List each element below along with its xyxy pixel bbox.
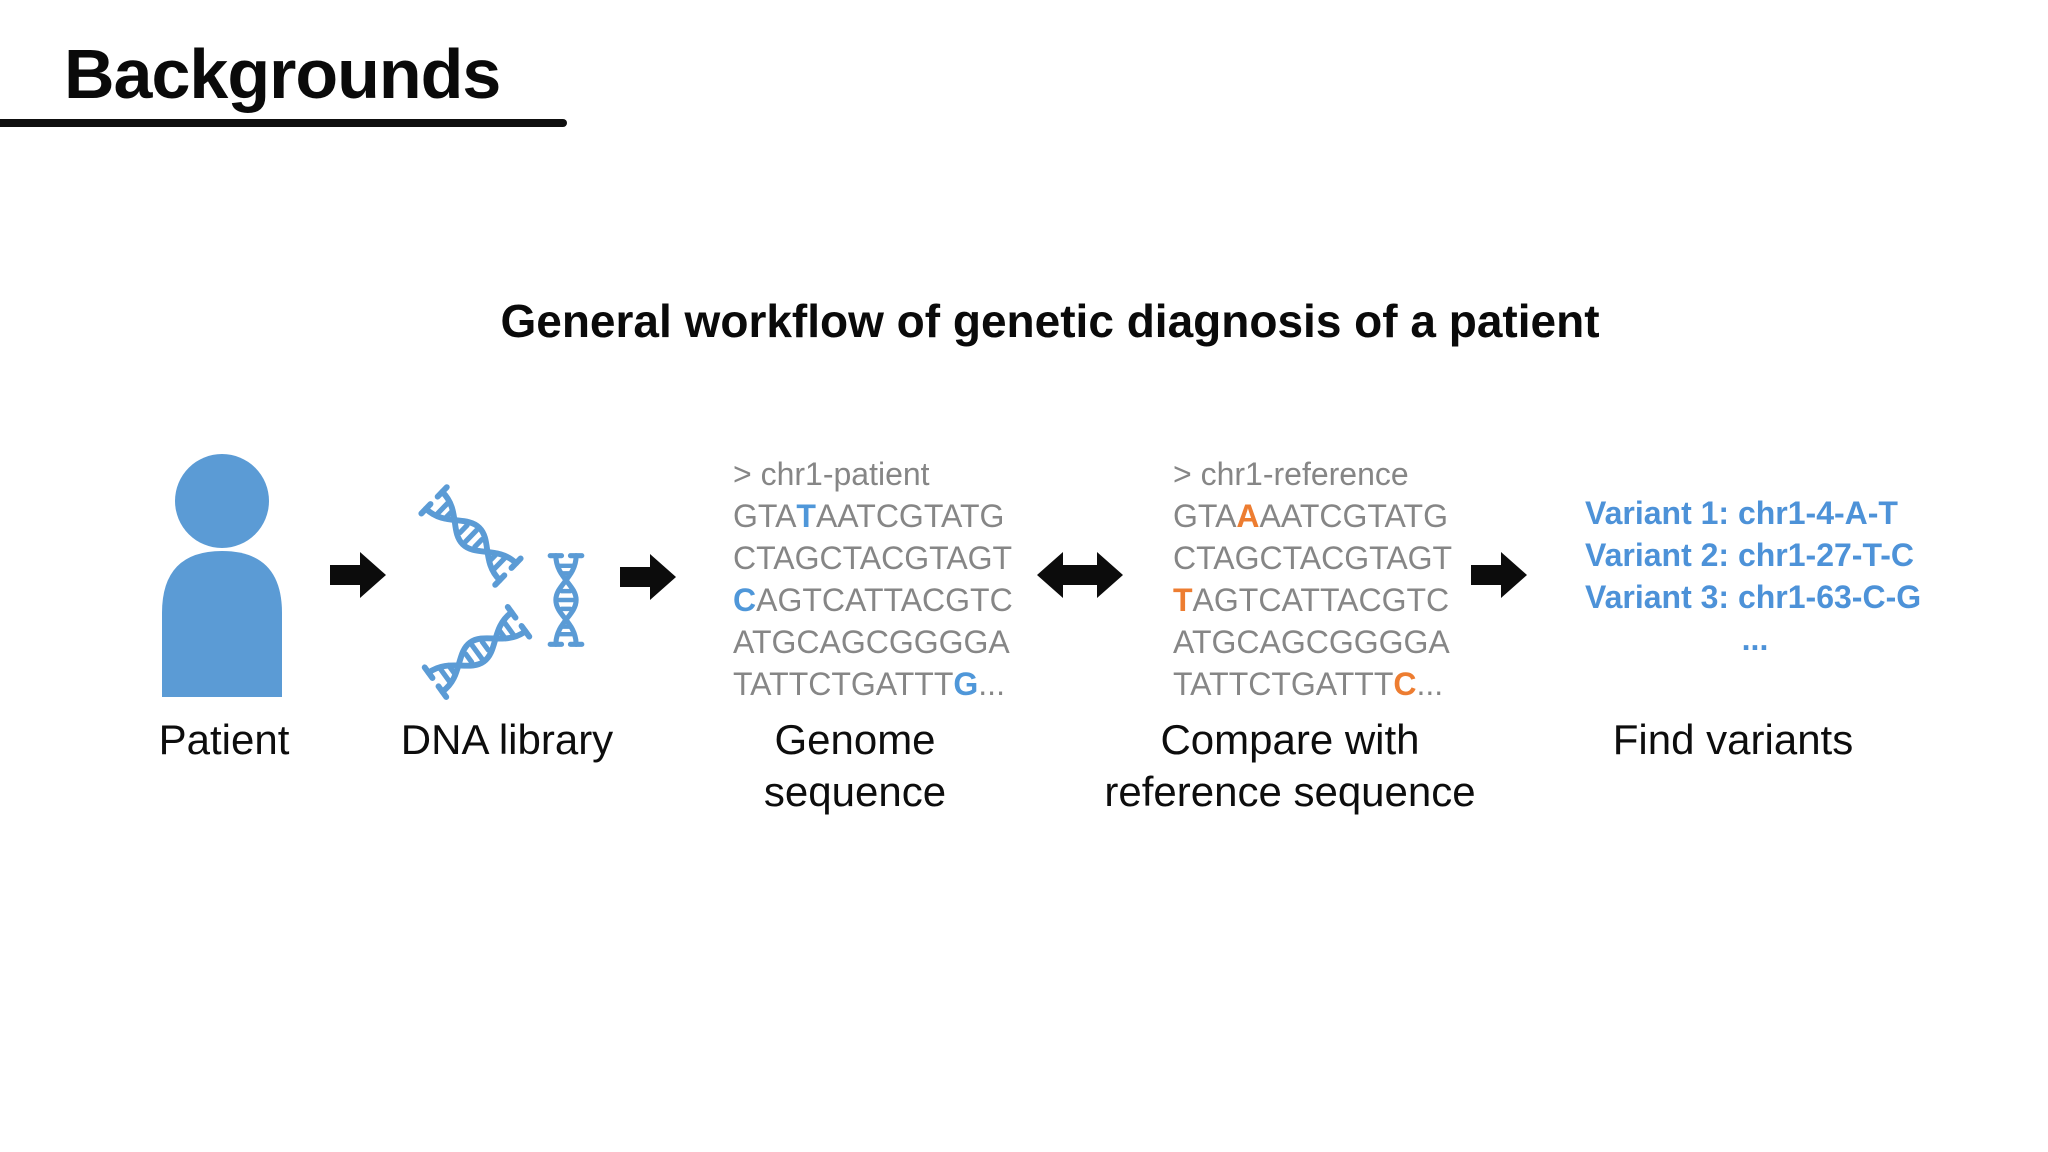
reference-genome-sequence: > chr1-reference GTAAAATCGTATG CTAGCTACG… — [1173, 453, 1452, 705]
sequence-line: CTAGCTACGTAGT — [733, 540, 1013, 576]
variant-list: Variant 1: chr1-4-A-T Variant 2: chr1-27… — [1585, 492, 1925, 660]
fasta-header: > chr1-reference — [1173, 456, 1409, 492]
sequence-line: ATGCAGCGGGGA — [1173, 624, 1450, 660]
sequence-line: TATTCTGATTTC... — [1173, 666, 1444, 702]
variant-item: Variant 2: chr1-27-T-C — [1585, 537, 1914, 573]
sequence-line: ATGCAGCGGGGA — [733, 624, 1010, 660]
variant-base: G — [953, 666, 979, 702]
dna-helix-icon — [416, 599, 539, 705]
caption-genome-sequence: Genome sequence — [763, 716, 947, 815]
slide-title: Backgrounds — [64, 35, 501, 113]
fasta-header: > chr1-patient — [733, 456, 930, 492]
caption-compare-reference: Compare with reference sequence — [1104, 716, 1476, 815]
diagram-title: General workflow of genetic diagnosis of… — [500, 295, 1600, 347]
sequence-line: CAGTCATTACGTC — [733, 582, 1013, 618]
variant-base: C — [733, 582, 757, 618]
variant-base: T — [1173, 582, 1193, 618]
patient-genome-sequence: > chr1-patient GTATAATCGTATG CTAGCTACGTA… — [733, 453, 1013, 705]
caption-dna-library: DNA library — [400, 716, 614, 763]
arrow-right-icon — [1471, 552, 1527, 598]
variant-item: Variant 3: chr1-63-C-G — [1585, 579, 1922, 615]
sequence-line: GTAAAATCGTATG — [1173, 498, 1448, 534]
sequence-line: TATTCTGATTTG... — [733, 666, 1005, 702]
sequence-line: GTATAATCGTATG — [733, 498, 1005, 534]
caption-find-variants: Find variants — [1612, 716, 1854, 763]
variant-base: C — [1393, 666, 1417, 702]
variant-base: A — [1236, 498, 1260, 534]
arrow-right-icon — [330, 552, 386, 598]
dna-helix-icon — [411, 477, 531, 595]
caption-patient: Patient — [158, 716, 290, 763]
sequence-line: TAGTCATTACGTC — [1173, 582, 1450, 618]
variant-ellipsis: ... — [1741, 621, 1769, 657]
arrow-left-right-icon — [1037, 552, 1123, 598]
variant-item: Variant 1: chr1-4-A-T — [1585, 495, 1898, 531]
dna-helix-icon — [547, 547, 585, 653]
variant-base: T — [796, 498, 816, 534]
person-silhouette-icon — [162, 454, 282, 697]
arrow-right-icon — [620, 554, 676, 600]
sequence-line: CTAGCTACGTAGT — [1173, 540, 1453, 576]
title-underline — [0, 119, 567, 127]
